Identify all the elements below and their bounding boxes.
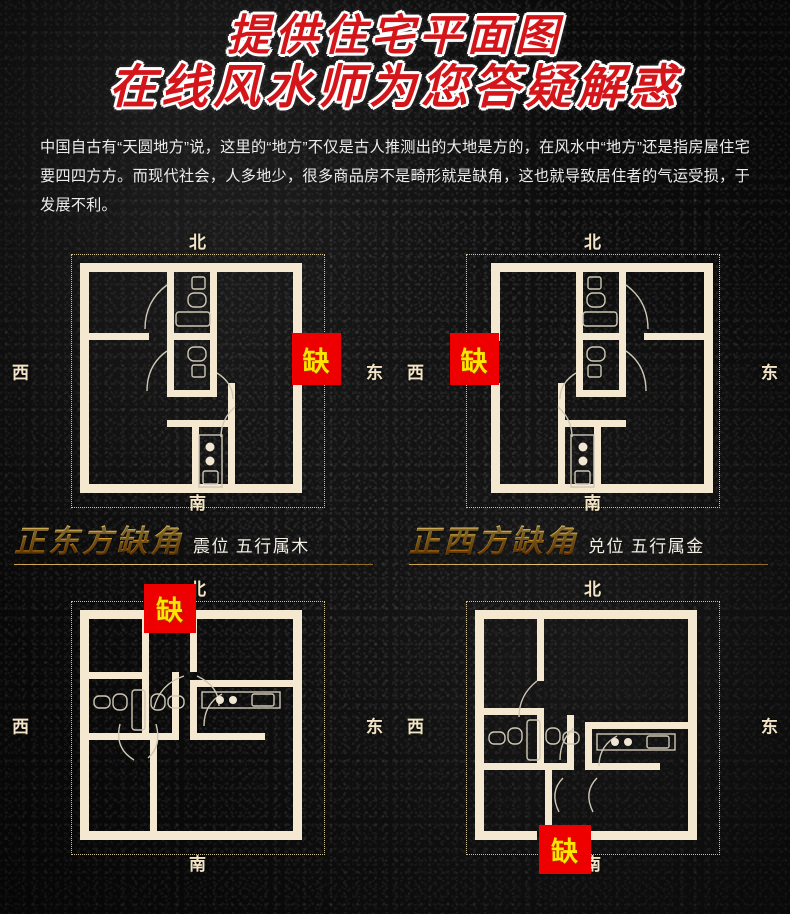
compass-label-north: 北: [584, 580, 601, 600]
caption-row: 正东方缺角 震位 五行属木 正西方缺角 兑位 五行属金: [0, 516, 790, 566]
floorplan-grid-bottom: 北 南 西 东: [0, 575, 790, 875]
missing-corner-badge-east[interactable]: 缺: [291, 333, 341, 386]
missing-corner-badge-west[interactable]: 缺: [449, 333, 499, 386]
floorplan-drawing: 缺: [72, 584, 324, 854]
caption-west: 正西方缺角 兑位 五行属金: [395, 516, 790, 566]
caption-underline: [409, 564, 768, 566]
compass-label-east: 东: [761, 717, 778, 737]
floorplan-card-south[interactable]: 北 南 西 东: [395, 575, 790, 875]
floorplan-frame: 缺: [465, 601, 720, 875]
floorplan-grid-top: 北 南 西 东: [0, 228, 790, 514]
compass-label-north: 北: [584, 233, 601, 253]
floorplan-card-east[interactable]: 北 南 西 东: [0, 228, 395, 514]
page-title-line-1: 提供住宅平面图: [227, 13, 563, 60]
caption-underline: [14, 564, 373, 566]
compass-label-west: 西: [12, 717, 29, 737]
compass-label-east: 东: [366, 717, 383, 737]
caption-title-east: 正东方缺角: [14, 516, 184, 561]
caption-subtitle-west: 兑位 五行属金: [588, 537, 705, 557]
caption-title-west: 正西方缺角: [409, 516, 579, 561]
floorplan-frame: 缺: [449, 254, 720, 509]
caption-subtitle-east: 震位 五行属木: [193, 537, 310, 557]
floorplan-drawing: 缺: [72, 255, 341, 507]
floorplan-drawing: 缺: [449, 255, 719, 507]
compass-label-north: 北: [189, 233, 206, 253]
floorplan-svg-north: [79, 610, 302, 841]
floorplan-svg-south: [474, 610, 697, 841]
missing-corner-badge-north[interactable]: 缺: [143, 584, 196, 634]
floorplan-card-west[interactable]: 北 南 西 东: [395, 228, 790, 514]
floorplan-frame: 缺: [70, 584, 325, 856]
floorplan-svg-east: [79, 263, 302, 494]
floorplan-svg-west: [490, 263, 713, 494]
compass-label-east: 东: [366, 363, 383, 383]
compass-label-west: 西: [407, 717, 424, 737]
page-title-line-2: 在线风水师为您答疑解惑: [109, 61, 681, 114]
floorplan-drawing: 缺: [467, 602, 719, 875]
compass-label-east: 东: [761, 363, 778, 383]
missing-corner-badge-south[interactable]: 缺: [538, 825, 591, 875]
compass-label-west: 西: [12, 363, 29, 383]
intro-paragraph: 中国自古有“天圆地方”说，这里的“地方”不仅是古人推测出的大地是方的，在风水中“…: [40, 139, 750, 215]
floorplan-card-north[interactable]: 北 南 西 东: [0, 575, 395, 875]
caption-east: 正东方缺角 震位 五行属木: [0, 516, 395, 566]
floorplan-frame: 缺: [70, 254, 341, 509]
compass-label-west: 西: [407, 363, 424, 383]
page-header: 提供住宅平面图 在线风水师为您答疑解惑: [0, 0, 790, 113]
